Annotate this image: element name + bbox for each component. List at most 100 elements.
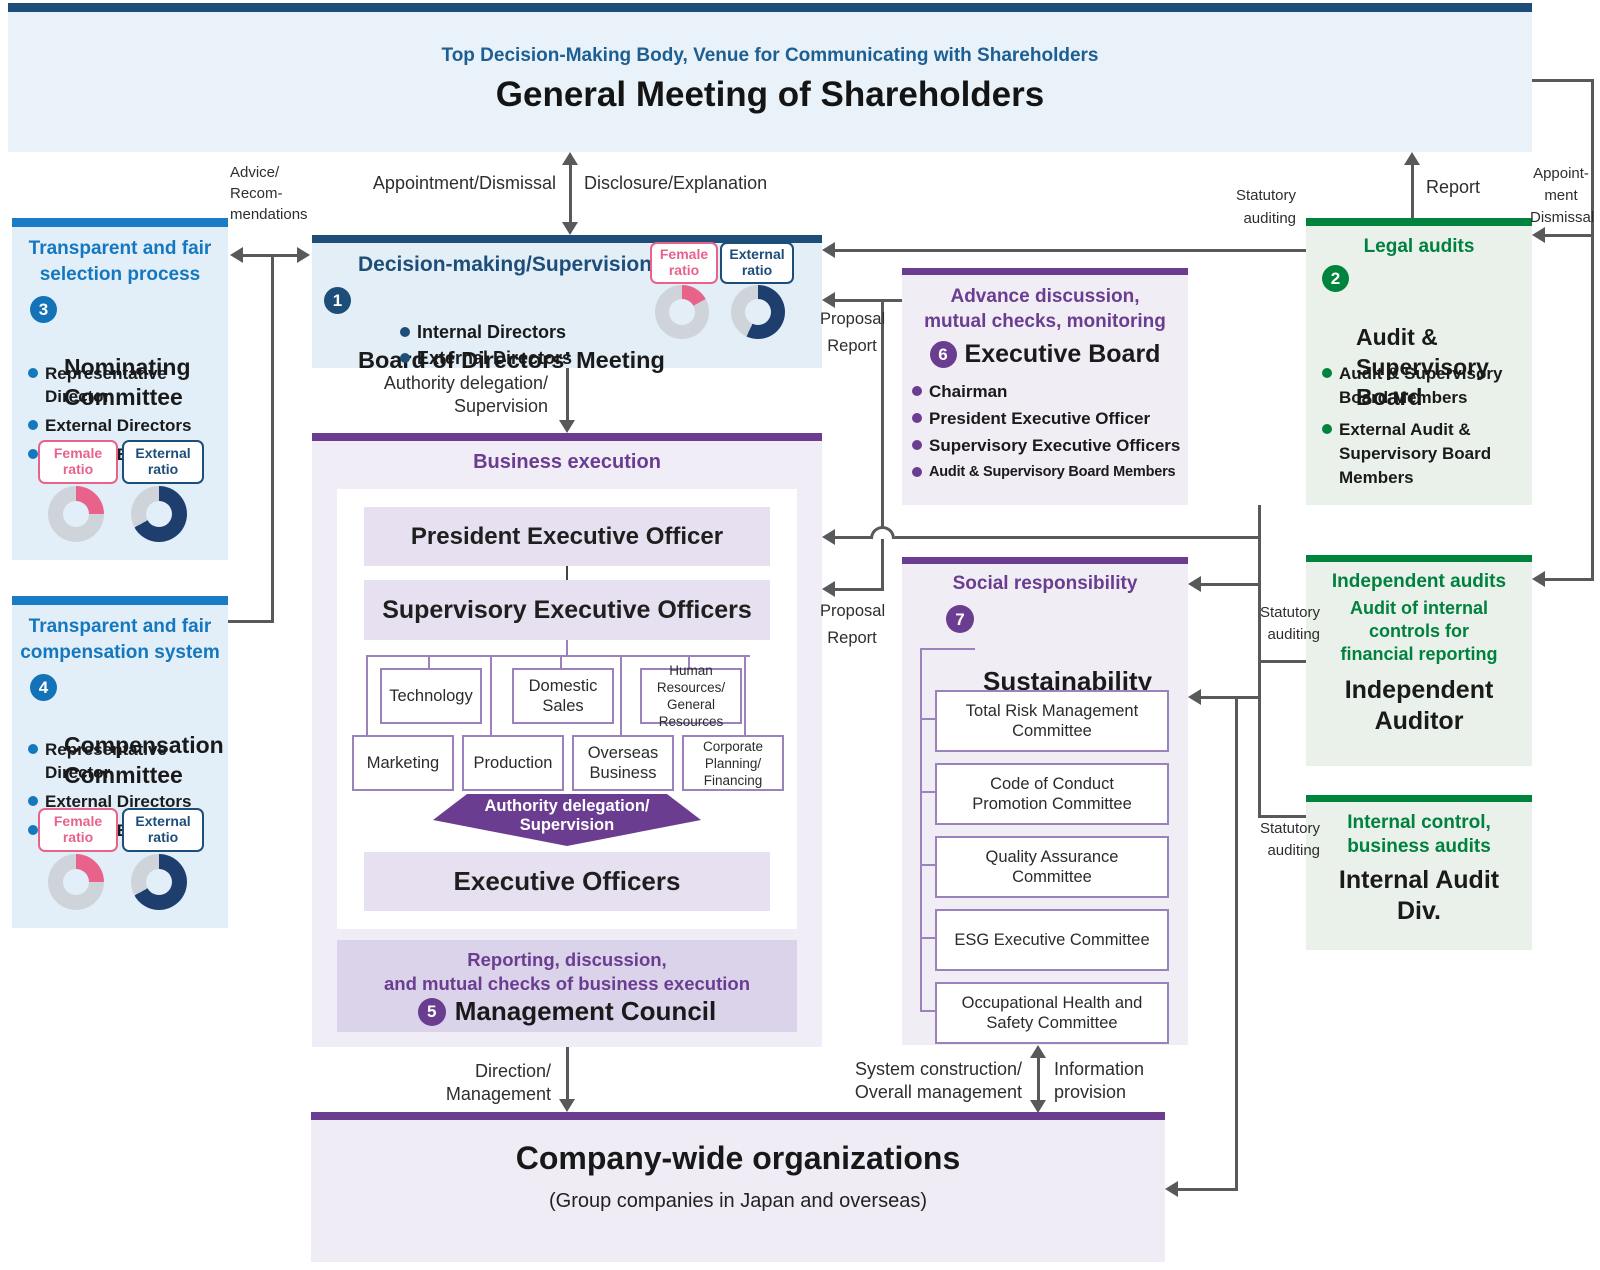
arrow-into-audit-board — [1532, 227, 1545, 243]
proposal-report-label-1: Proposal Report — [820, 310, 886, 355]
committee-box: Total Risk Management Committee — [935, 690, 1169, 752]
nominating-number: 3 — [30, 296, 57, 323]
division-label: Overseas Business — [587, 744, 659, 782]
executive-board-title: 6 Executive Board — [902, 340, 1188, 369]
gms-tagline: Top Decision-Making Body, Venue for Comm… — [441, 45, 1099, 66]
company-wide-top-bar — [311, 1112, 1165, 1120]
committee-box: Code of Conduct Promotion Committee — [935, 763, 1169, 825]
president-supervisory-link — [566, 566, 568, 580]
arrow-down-to-company2 — [1030, 1100, 1046, 1113]
arrow-up-to-sustainability — [1030, 1045, 1046, 1058]
committee-box: Quality Assurance Committee — [935, 836, 1169, 898]
council-title: 5 Management Council — [337, 996, 797, 1027]
council-name: Management Council — [454, 996, 717, 1026]
bullet-label: Audit & Supervisory Board Members — [929, 464, 1176, 480]
appointment-dismissal-side-label: Appoint- ment Dismissal — [1530, 165, 1595, 226]
arrow-into-independent — [1532, 571, 1545, 587]
division-label: Human Resources/ General Resources — [656, 663, 726, 729]
compensation-header: Transparent and fair compensation system — [20, 616, 220, 663]
arrow-up-to-gms — [562, 152, 578, 165]
tree-line — [920, 718, 935, 720]
audit-board-subtitle: Legal audits — [1363, 236, 1475, 257]
bullet-dot — [912, 386, 922, 396]
arrow-right-to-board — [297, 247, 310, 263]
gms-right-link — [1532, 79, 1594, 82]
board-number: 1 — [324, 287, 351, 314]
tree-line — [920, 648, 975, 650]
tree-line — [920, 864, 935, 866]
bullet-dot — [912, 440, 922, 450]
v1-company-link — [1176, 1188, 1238, 1191]
executive-board-subtitle: Advance discussion, mutual checks, monit… — [924, 286, 1166, 332]
advice-drop-line — [271, 254, 274, 623]
sustainability-top-bar — [902, 557, 1188, 564]
statutory-auditing-label-1: Statutory auditing — [1235, 187, 1296, 227]
arrow-into-business — [822, 581, 835, 597]
internal-audit-panel: Internal control, business audits Intern… — [1306, 795, 1532, 950]
business-header: Business execution — [473, 451, 661, 473]
arrow-down-to-company — [559, 1099, 575, 1112]
compensation-title: 4 Compensation Committee — [30, 670, 224, 790]
bullet-label: Internal Directors — [417, 322, 567, 342]
independent-name: Independent Auditor — [1344, 676, 1494, 735]
executive-officers-box: Executive Officers — [364, 852, 770, 911]
tree-line — [920, 791, 935, 793]
tree-line — [560, 655, 562, 668]
division-box: Corporate Planning/ Financing — [682, 735, 784, 791]
arrow-into-company — [1165, 1181, 1178, 1197]
council-number: 5 — [417, 997, 446, 1026]
bullet-label: External Directors — [45, 792, 192, 811]
committee-label: Quality Assurance Committee — [985, 848, 1119, 886]
sustainability-subtitle: Social responsibility — [952, 573, 1138, 594]
board-of-directors-panel: Decision-making/Supervision 1 Board of D… — [312, 235, 822, 373]
bullet-label: Representative Director — [45, 364, 167, 406]
bullet-dot — [912, 413, 922, 423]
board-title: 1 Board of Directors’ Meeting — [324, 285, 665, 375]
bullet-label: Chairman — [929, 382, 1008, 401]
bullet-label: Representative Director — [45, 740, 167, 782]
management-council-box: Reporting, discussion, and mutual checks… — [337, 940, 797, 1032]
tree-line — [688, 655, 690, 668]
compensation-committee-panel: Transparent and fair compensation system… — [12, 596, 228, 928]
compensation-number: 4 — [30, 674, 57, 701]
tree-line — [428, 655, 430, 668]
female-ratio-donut — [655, 285, 709, 339]
independent-scope: Audit of internal controls for financial… — [1340, 598, 1498, 664]
line-hop — [870, 526, 895, 539]
female-ratio-badge: Female ratio — [38, 808, 118, 852]
bullet-dot — [28, 825, 38, 835]
gms-banner: Top Decision-Making Body, Venue for Comm… — [8, 3, 1532, 152]
business-top-bar — [312, 433, 822, 441]
division-box: Marketing — [352, 735, 454, 791]
external-ratio-donut — [131, 486, 187, 542]
information-provision-label: Information provision — [1054, 1059, 1145, 1102]
division-label: Domestic Sales — [528, 677, 598, 715]
bullet-label: President Executive Officer — [929, 409, 1151, 428]
bullet-dot — [1322, 368, 1332, 378]
statutory-auditing-label-3: Statutory auditing — [1259, 820, 1320, 859]
statutory-auditing-label-2: Statutory auditing — [1259, 604, 1320, 643]
independent-auditor-panel: Independent audits Audit of internal con… — [1306, 555, 1532, 766]
internal-audit-name: Internal Audit Div. — [1338, 866, 1500, 925]
v2-sustainability-link2 — [1199, 696, 1261, 699]
statutory-board-line — [833, 249, 1306, 252]
bullet-dot — [28, 420, 38, 430]
executive-officers-label: Executive Officers — [453, 866, 681, 896]
independent-subtitle: Independent audits — [1331, 571, 1507, 592]
nominating-name: Nominating Committee — [64, 354, 191, 410]
authority-chevron-label: Authority delegation/ Supervision — [484, 797, 650, 834]
statutory-business-line-a — [833, 536, 872, 539]
internal-audit-top-bar — [1306, 795, 1532, 802]
rail-audit-link — [1543, 234, 1593, 237]
advice-recommendations-label: Advice/ Recom- mendations — [230, 164, 308, 223]
board-business-arrow-line — [566, 368, 569, 422]
tree-line — [366, 655, 368, 735]
division-label: Marketing — [366, 754, 440, 772]
nominating-title: 3 Nominating Committee — [30, 292, 191, 412]
statutory-rail-v1 — [1235, 696, 1238, 1191]
tree-line — [566, 640, 568, 655]
independent-top-bar — [1306, 555, 1532, 562]
committee-box: Occupational Health and Safety Committee — [935, 982, 1169, 1044]
gms-top-bar — [8, 3, 1532, 12]
